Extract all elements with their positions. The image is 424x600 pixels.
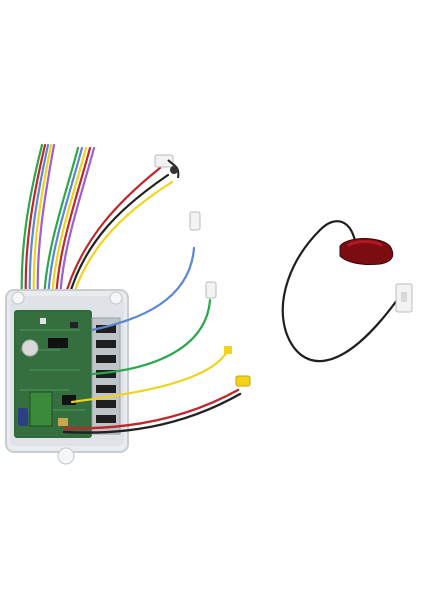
wire-red-black [62,375,251,434]
wire-yellow [70,346,232,404]
heat-sink [91,317,121,435]
wire-blue [90,211,201,332]
pcb-board [14,310,92,438]
wire-green [90,281,217,376]
tail-light-connector [395,283,413,313]
wire-bundle-top [20,143,174,302]
tail-light-assembly [281,220,402,363]
connector-top [154,154,180,179]
